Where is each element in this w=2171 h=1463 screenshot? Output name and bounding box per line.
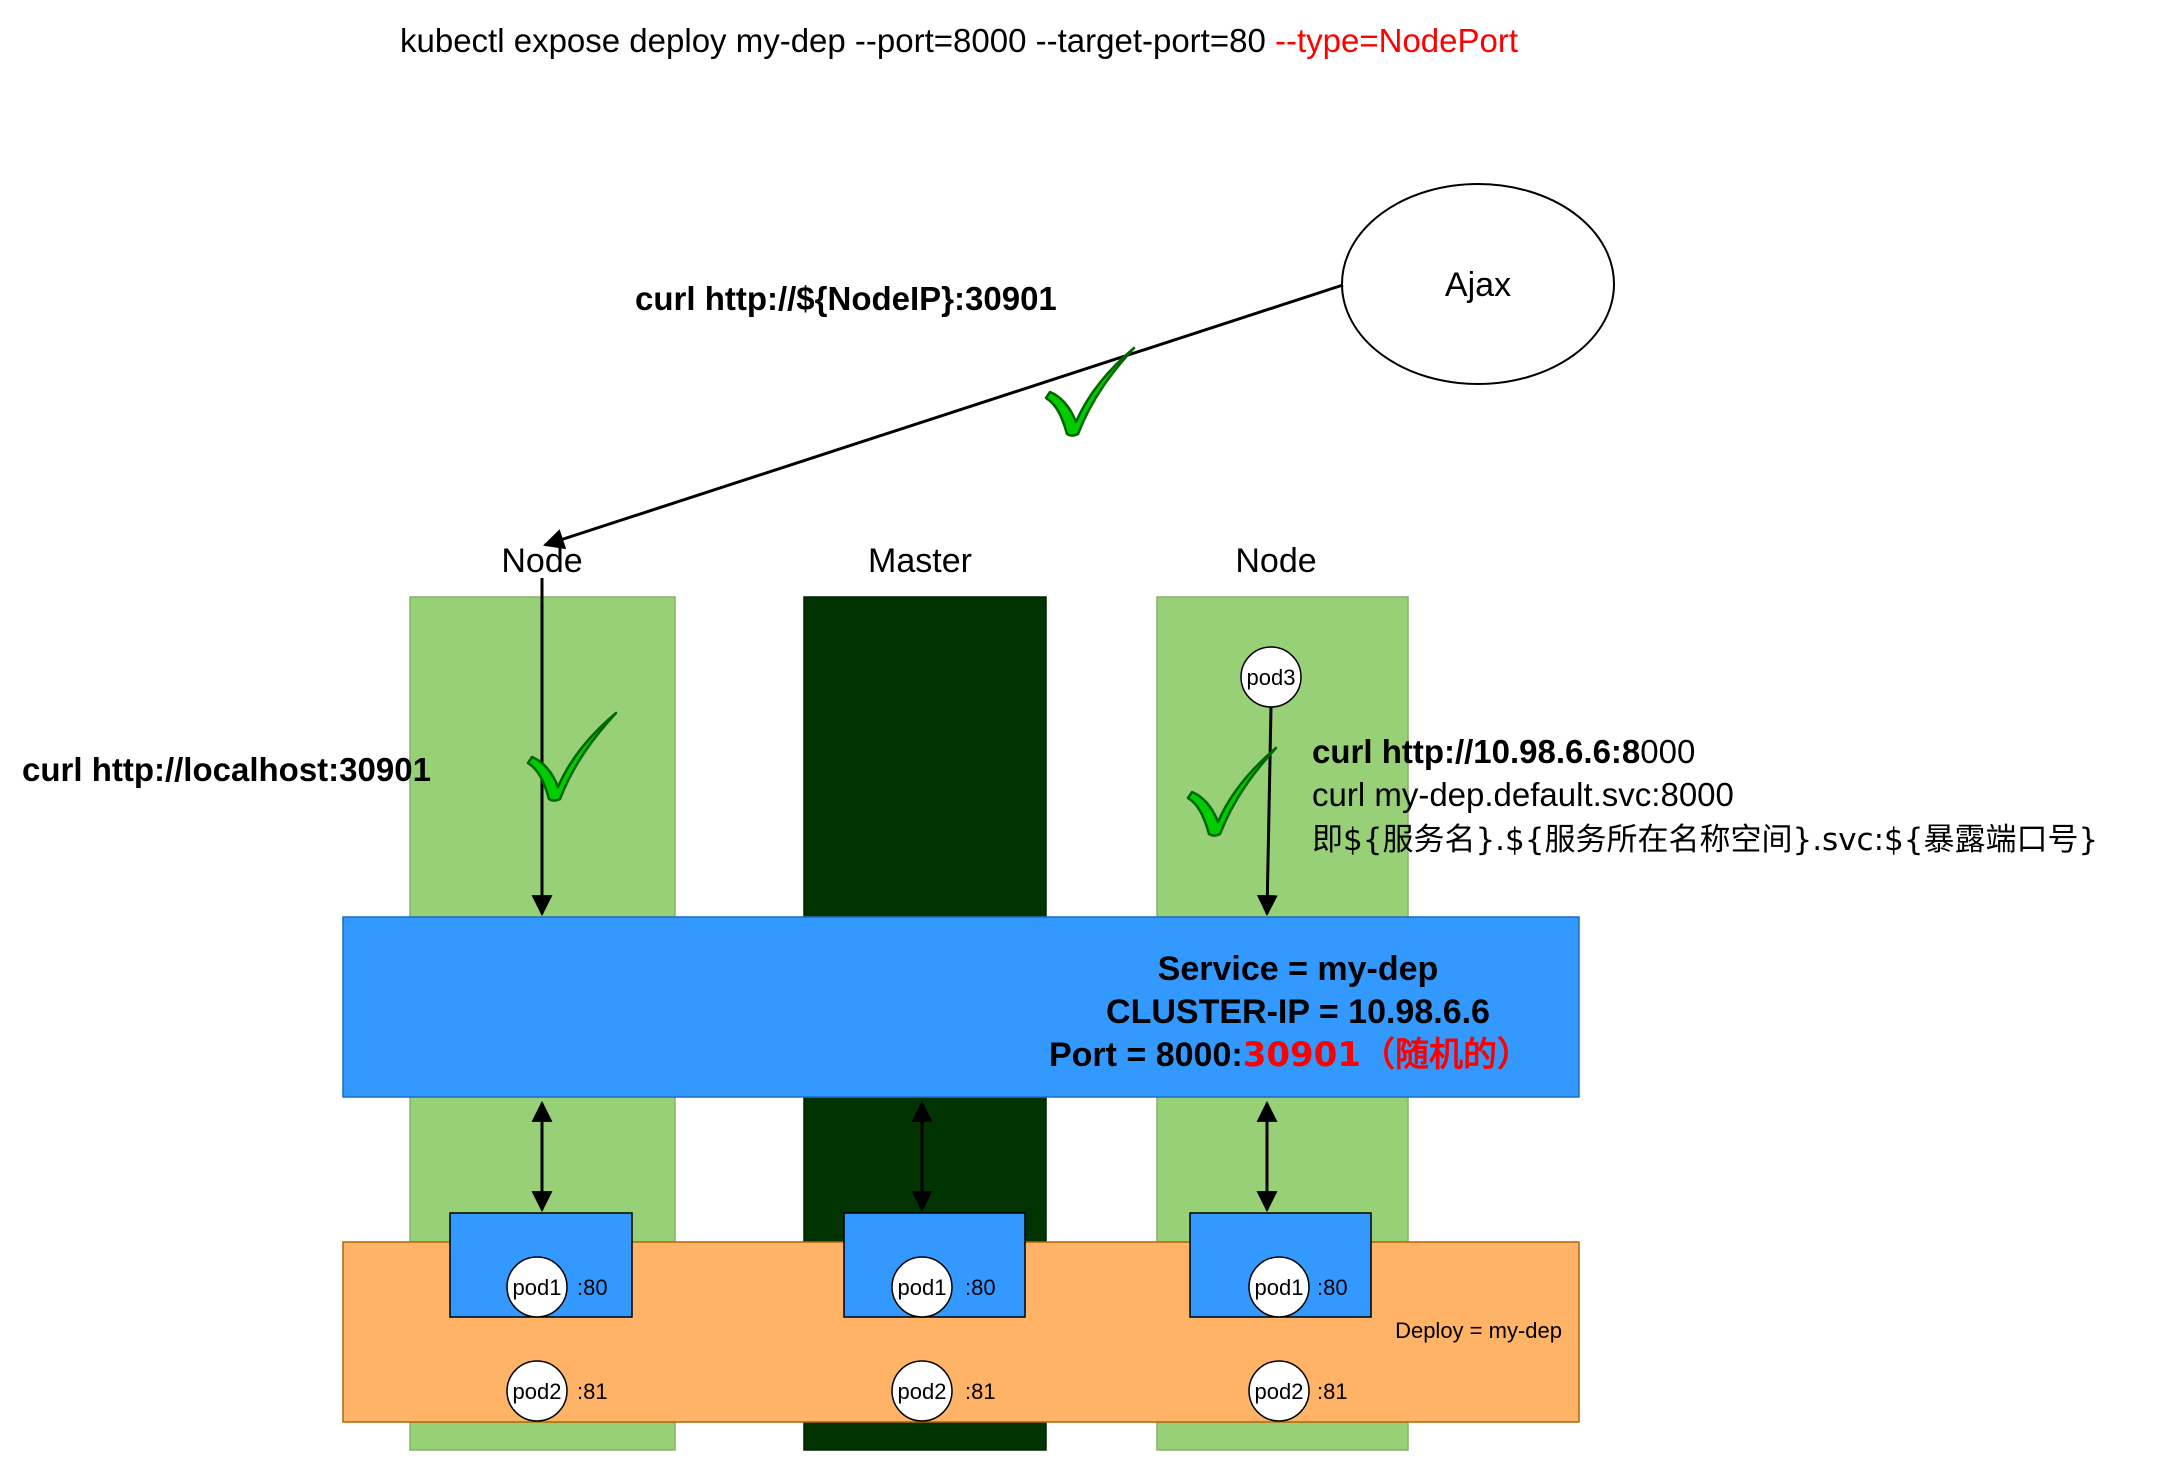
pod3-label: pod3: [1247, 665, 1296, 690]
master-label: Master: [868, 542, 972, 580]
checkmark-icon: [1044, 346, 1136, 437]
node-right-label: Node: [1235, 542, 1316, 580]
internal-curl-ip-rest: 000: [1640, 733, 1695, 770]
kubectl-command: kubectl expose deploy my-dep --port=8000…: [400, 22, 1518, 59]
service-port: Port = 8000:30901（随机的）: [1049, 1035, 1531, 1075]
service-name: Service = my-dep: [1158, 950, 1439, 988]
pod2-label-left: pod2: [513, 1379, 562, 1404]
service-nodeport-highlight: 30901（随机的）: [1243, 1035, 1531, 1075]
internal-curl-ip: curl http://10.98.6.6:8000: [1312, 733, 1695, 770]
internal-curl-ip-bold: curl http://10.98.6.6:8: [1312, 733, 1640, 770]
service-box: [342, 916, 1580, 1098]
pod1-port-right: :80: [1317, 1275, 1348, 1300]
external-curl-label: curl http://${NodeIP}:30901: [635, 280, 1057, 317]
external-request-arrow: [543, 283, 1344, 550]
pod2-circle-right: [1248, 1360, 1310, 1422]
pod1-label-right: pod1: [1255, 1275, 1304, 1300]
internal-curl-dns: curl my-dep.default.svc:8000: [1312, 776, 1734, 813]
node-left-label: Node: [501, 542, 582, 580]
pod1-circle-middle: [891, 1256, 953, 1318]
pod2-circle-middle: [891, 1360, 953, 1422]
pod2-port-left: :81: [577, 1379, 608, 1404]
pod1-label-left: pod1: [513, 1275, 562, 1300]
pod2-label-middle: pod2: [898, 1379, 947, 1404]
internal-curl-format: 即${服务名}.${服务所在名称空间}.svc:${暴露端口号}: [1312, 822, 2098, 858]
localhost-curl-label: curl http://localhost:30901: [22, 751, 431, 788]
pod2-port-right: :81: [1317, 1379, 1348, 1404]
service-cluster-ip: CLUSTER-IP = 10.98.6.6: [1106, 993, 1490, 1031]
pod2-circle-left: [506, 1360, 568, 1422]
pod1-label-middle: pod1: [898, 1275, 947, 1300]
command-type-highlight: --type=NodePort: [1275, 22, 1518, 59]
pod1-port-middle: :80: [965, 1275, 996, 1300]
pod1-port-left: :80: [577, 1275, 608, 1300]
deploy-label: Deploy = my-dep: [1395, 1318, 1562, 1343]
pod3-request-arrow: [1256, 706, 1278, 917]
pod2-label-right: pod2: [1255, 1379, 1304, 1404]
pod2-port-middle: :81: [965, 1379, 996, 1404]
ajax-client-label: Ajax: [1445, 266, 1511, 304]
service-port-prefix: Port = 8000:: [1049, 1036, 1243, 1074]
command-prefix: kubectl expose deploy my-dep --port=8000…: [400, 22, 1275, 59]
pod1-circle-right: [1248, 1256, 1310, 1318]
pod1-circle-left: [506, 1256, 568, 1318]
